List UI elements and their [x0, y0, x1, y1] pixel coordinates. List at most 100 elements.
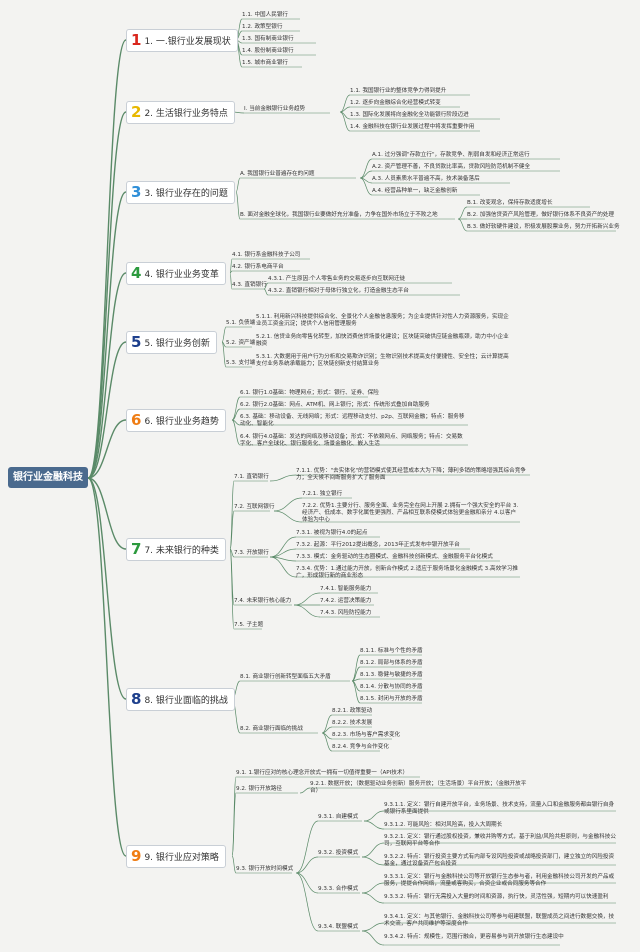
root-node[interactable]: 银行业金融科技: [8, 467, 88, 488]
leaf-9-3-2-1[interactable]: 9.3.2.1. 定义：银行通过股权投资，兼收并购等方式，基于利益/风险共担原则…: [384, 834, 616, 847]
leaf-3-b1[interactable]: B.1. 改变观念，保持存款适度增长: [467, 200, 553, 206]
leaf-3-a2[interactable]: A.2. 资产管理不善，不良贷款比率高，贷款风险防范机制不健全: [372, 164, 531, 170]
leaf-9-2-1[interactable]: 9.2.1. 数据开放；（数据驱动业务创新）服务开放；（生活场景）平台开放；（金…: [310, 781, 527, 794]
leaf-6-3[interactable]: 6.3. 基础：移动设备、无线网络；形式：远程移动支付、p2p、互联网金融；特点…: [240, 414, 465, 427]
connector: [229, 480, 235, 550]
leaf-6-4[interactable]: 6.4. 银行4.0基础：发达的网络及移动设备；形式：不依赖网点、网络服务；特点…: [240, 434, 463, 447]
leaf-7-3-4[interactable]: 7.3.4. 优势：1.通过能力开放，创新合作模式 2.适应于服务场景化金融模式…: [296, 566, 518, 579]
leaf-7-4-2[interactable]: 7.4.2. 运营决策能力: [320, 598, 372, 604]
leaf-4-3-2[interactable]: 4.3.2. 直销银行相对于母体行独立化，打造金融生态平台: [268, 288, 409, 294]
connector: [87, 419, 127, 479]
leaf-4-1[interactable]: 4.1. 银行系金融科技子公司: [232, 252, 301, 258]
leaf-9-1[interactable]: 9.1. 1.银行应对的核心理念开放式一拥有一切值得重要一（API技术）: [236, 770, 409, 776]
leaf-1-4[interactable]: 1.4. 股份制商业银行: [242, 48, 294, 54]
leaf-9-3-2-2[interactable]: 9.3.2.2. 特点：银行投资主要方式有内部专设风险投资或战略投资部门，建立独…: [384, 854, 615, 867]
leaf-8-1-3[interactable]: 8.1.3. 稳健与敏捷的矛盾: [360, 672, 423, 678]
leaf-1-2[interactable]: 1.2. 政策型银行: [242, 24, 283, 30]
leaf-9-3-1-1[interactable]: 9.3.1.1. 定义：银行自建开放平台，业务场景、技术支持，流量入口和金融服务…: [384, 802, 615, 815]
leaf-3-a1[interactable]: A.1. 过分强调"存款立行"，存款竞争、削弱自发和经济正常运行: [372, 152, 530, 158]
leaf-7-2[interactable]: 7.2. 互联网银行: [234, 504, 275, 510]
leaf-4-3[interactable]: 4.3. 直销银行: [232, 282, 267, 288]
leaf-2-2[interactable]: 1.2. 逐步向金融综合化经营模式转变: [350, 100, 441, 106]
leaf-7-1-1[interactable]: 7.1.1. 优势："去实体化"的营销模式使其经营成本大为下降；薄利多销的策略增…: [296, 468, 526, 481]
connector: [229, 548, 235, 558]
node-8-1[interactable]: 8.1. 商业银行创新转型面临五大矛盾: [240, 674, 331, 680]
node-3-b[interactable]: B. 面对金融全球化，我国银行业要做好充分准备，力争在国外市场立于不败之地: [240, 212, 438, 218]
leaf-9-3-2[interactable]: 9.3.2. 投资模式: [318, 850, 359, 856]
leaf-7-3-3[interactable]: 7.3.3. 模式：金务驱动的生态圈模式、金融科技创新模式、金融服务平台化模式: [296, 554, 493, 560]
leaf-8-2-3[interactable]: 8.2.3. 市场与客户需求变化: [332, 732, 401, 738]
leaf-7-4[interactable]: 7.4. 未来银行核心能力: [234, 598, 292, 604]
leaf-9-3-3[interactable]: 9.3.3. 合作模式: [318, 886, 359, 892]
leaf-5-1-1[interactable]: 5.1.1. 利用新兴科技提供综合化、全景化个人金融信息服务；为企业提供针对性人…: [256, 314, 509, 327]
node-8-2[interactable]: 8.2. 商业银行面临的挑战: [240, 726, 303, 732]
connector: [363, 810, 385, 822]
leaf-9-2[interactable]: 9.2. 银行开放路径: [236, 786, 283, 792]
leaf-7-3[interactable]: 7.3. 开放银行: [234, 550, 269, 556]
leaf-3-a4[interactable]: A.4. 经营品种单一，缺乏金融创新: [372, 188, 458, 194]
leaf-7-4-1[interactable]: 7.4.1. 智能服务能力: [320, 586, 372, 592]
leaf-9-3-3-1[interactable]: 9.3.3.1. 定义：银行与金融科技公司等开放银行生态参与者，利用金融科技公司…: [384, 874, 615, 887]
leaf-4-2[interactable]: 4.2. 银行系电商平台: [232, 264, 284, 270]
leaf-2-1[interactable]: 1.1. 我国银行业的整体竞争力得到提升: [350, 88, 447, 94]
connector: [295, 872, 319, 894]
leaf-5-3-1[interactable]: 5.3.1. 大数据用于用户行为分析和交易欺诈识别；生物识别技术提高支付便捷性、…: [256, 354, 509, 367]
main-node-6-label: 6. 银行业业务趋势: [144, 417, 219, 427]
leaf-7-3-1[interactable]: 7.3.1. 被视为银行4.0的起点: [296, 530, 368, 536]
leaf-2-4[interactable]: 1.4. 金融科技在银行业发展过程中将发挥重要作用: [350, 124, 475, 130]
node-2-mid[interactable]: I. 当前金融银行业务趋势: [244, 106, 306, 112]
connector: [269, 548, 297, 558]
leaf-1-1[interactable]: 1.1. 中国人民银行: [242, 12, 289, 18]
leaf-4-3-1[interactable]: 4.3.1. 产生原因:个人零售业务的交易逐步向互联网迁徙: [268, 276, 406, 282]
leaf-7-4-3[interactable]: 7.4.3. 风险防控能力: [320, 610, 372, 616]
leaf-9-3-3-2[interactable]: 9.3.3.2. 特点：银行无需投入大量的时间和资源，执行快，灵活性强，短期内可…: [384, 894, 609, 900]
leaf-3-a3[interactable]: A.3. 人员素质水平普遍不高，技术装备落后: [372, 176, 480, 182]
connector: [269, 556, 297, 578]
connector: [295, 856, 319, 874]
leaf-9-3-1-2[interactable]: 9.3.1.2. 可能风险：相对风险高，投入大周期长: [384, 822, 503, 828]
leaf-9-3-4[interactable]: 9.3.4. 联盟模式: [318, 924, 359, 930]
leaf-8-1-1[interactable]: 8.1.1. 标准与个性的矛盾: [360, 648, 423, 654]
leaf-8-1-2[interactable]: 8.1.2. 局部与体系的矛盾: [360, 660, 423, 666]
leaf-9-3[interactable]: 9.3. 银行开放时间模式: [236, 866, 294, 872]
leaf-5-2-1[interactable]: 5.2.1. 信贷业务向零售化转型，加快消费信贷场景化建设；区块链突破供应链金融…: [256, 334, 509, 347]
connector: [363, 820, 385, 830]
leaf-6-1[interactable]: 6.1. 银行1.0基础：物理网点；形式：银行、证券、保险: [240, 390, 379, 396]
leaf-1-3[interactable]: 1.3. 国有制商业银行: [242, 36, 294, 42]
leaf-3-b3[interactable]: B.3. 做好软硬件建设，积极发展股票业务，努力开拓新兴业务: [467, 224, 620, 230]
leaf-1-5[interactable]: 1.5. 城市商业银行: [242, 60, 289, 66]
leaf-6-2[interactable]: 6.2. 银行2.0基础：网点、ATM机、网上银行；形式：传统形式叠加自助服务: [240, 402, 430, 408]
leaf-7-3-2[interactable]: 7.3.2. 起源：平行2012提出概念，2013年正式发布中银开放平台: [296, 542, 460, 548]
leaf-5-2[interactable]: 5.2. 资产端: [226, 340, 256, 346]
leaf-8-2-1[interactable]: 8.2.1. 政策驱动: [332, 708, 373, 714]
leaf-9-3-1[interactable]: 9.3.1. 自建模式: [318, 814, 359, 820]
leaf-9-3-4-2[interactable]: 9.3.4.2. 特点：规模性，范围行融合，更容易参与到开放银行生态建设中: [384, 934, 564, 940]
leaf-9-3-4-1[interactable]: 9.3.4.1. 定义：与其他银行、金融科技公司等参与组建联盟，联盟成员之间进行…: [384, 914, 615, 927]
leaf-8-1-5[interactable]: 8.1.5. 封闭与开放的矛盾: [360, 696, 423, 702]
leaf-8-2-4[interactable]: 8.2.4. 竞争与合作变化: [332, 744, 389, 750]
leaf-5-1[interactable]: 5.1. 负债端: [226, 320, 256, 326]
node-3-a[interactable]: A. 我国银行业普遍存在的问题: [240, 171, 315, 177]
connector: [221, 326, 227, 343]
main-node-4-label: 4. 银行业业务变革: [144, 270, 219, 280]
leaf-8-2-2[interactable]: 8.2.2. 技术发展: [332, 720, 373, 726]
leaf-7-2-2[interactable]: 7.2.2. 优势1.主要分行、服务全面、业务完全在网上开展 2.拥有一个强大安…: [302, 503, 519, 523]
leaf-5-3[interactable]: 5.3. 支付端: [226, 360, 256, 366]
leaf-7-2-1[interactable]: 7.2.1. 独立银行: [302, 491, 343, 497]
leaf-8-1-4[interactable]: 8.1.4. 分散与协同的矛盾: [360, 684, 423, 690]
leaf-7-5[interactable]: 7.5. 子主题: [234, 622, 264, 628]
leaf-7-1[interactable]: 7.1. 直销银行: [234, 474, 269, 480]
leaf-2-3[interactable]: 1.3. 国际化发展将向金融化全功能银行阶段迈进: [350, 112, 469, 118]
connector: [231, 792, 237, 857]
leaf-3-b2[interactable]: B.2. 加强信贷资产风险管理，做好银行体系不良资产的处理: [467, 212, 614, 218]
connector: [273, 510, 303, 523]
